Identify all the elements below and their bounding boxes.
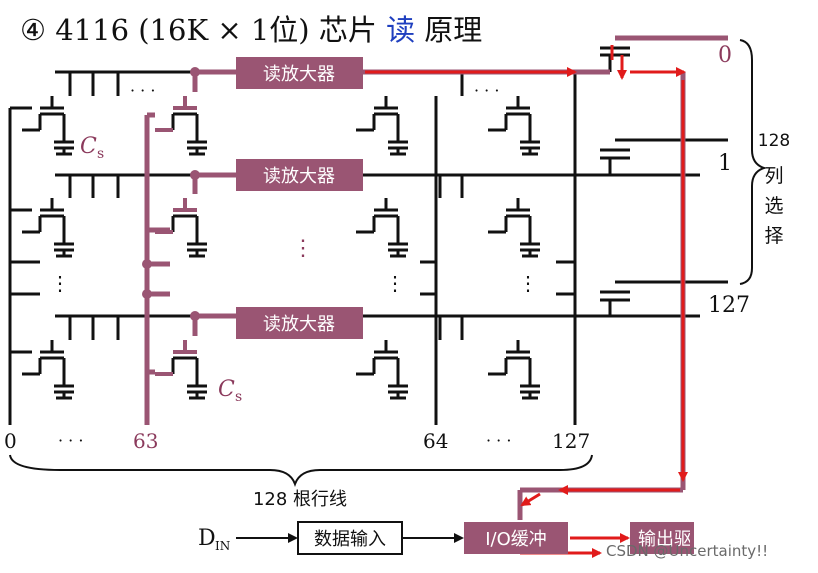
title-highlight: 读	[386, 13, 415, 47]
din-label: D IN	[198, 526, 230, 553]
row-lines	[8, 70, 700, 425]
ellipsis-h-top-left: · · ·	[130, 81, 155, 100]
sense-amp-127: 读放大器	[236, 307, 363, 339]
col-label-127: 127	[552, 429, 590, 453]
col-label-64: 64	[423, 429, 448, 453]
row-lines-label: 128 根行线	[253, 489, 347, 510]
ellipsis-h-top-right: · · ·	[474, 81, 499, 100]
col-label-dots-right: · · ·	[486, 431, 511, 450]
col-select-127: 127	[708, 293, 750, 318]
svg-text:D: D	[198, 526, 216, 551]
col-label-63: 63	[133, 429, 158, 453]
col-select-1: 1	[718, 151, 732, 176]
svg-text:I/O缓冲: I/O缓冲	[485, 529, 547, 550]
data-bus	[363, 35, 728, 520]
bus-junction-dots	[142, 67, 200, 321]
svg-text:列: 列	[764, 165, 783, 187]
svg-text:读放大器: 读放大器	[263, 314, 335, 335]
cs-label-bottom: C s	[218, 377, 242, 405]
svg-text:s: s	[97, 146, 104, 162]
bit-lines	[420, 96, 577, 425]
column-63-bus	[144, 69, 236, 425]
svg-text:择: 择	[764, 225, 783, 247]
row-lines-brace	[9, 454, 593, 487]
col-label-dots-left: · · ·	[58, 431, 83, 450]
data-input-box: 数据输入	[297, 521, 403, 555]
ellipsis-v-center: ⋮	[292, 236, 314, 261]
ellipsis-v-left: ⋮	[50, 271, 70, 295]
svg-text:C: C	[218, 377, 235, 402]
sense-amp-0: 读放大器	[236, 57, 363, 89]
svg-text:C: C	[80, 134, 97, 159]
memory-cells	[20, 94, 542, 400]
read-flow-arrows	[365, 45, 688, 558]
page-title: ④ 4116 (16K × 1位) 芯片 读 原理	[20, 13, 482, 47]
svg-text:s: s	[235, 389, 242, 405]
col-select-0: 0	[718, 43, 732, 68]
svg-text:输出驱: 输出驱	[638, 529, 692, 550]
svg-text:128: 128	[758, 131, 790, 151]
watermark: CSDN @Uncertainty!!	[606, 542, 768, 560]
sense-amp-1: 读放大器	[236, 159, 363, 191]
io-buffer-box: I/O缓冲	[464, 522, 568, 554]
svg-text:数据输入: 数据输入	[314, 529, 386, 550]
ellipsis-v-right: ⋮	[518, 271, 538, 295]
svg-text:选: 选	[764, 195, 783, 217]
output-driver-box: 输出驱	[630, 522, 694, 554]
col-label-0: 0	[4, 429, 17, 453]
svg-text:读放大器: 读放大器	[263, 166, 335, 187]
column-select-transistors	[600, 36, 728, 318]
svg-text:读放大器: 读放大器	[263, 64, 335, 85]
cs-label-top: C s	[80, 134, 104, 162]
svg-text:IN: IN	[215, 539, 230, 553]
column-select-title: 128 列 选 择	[758, 131, 790, 247]
ellipsis-v-mid: ⋮	[385, 271, 405, 295]
column-select-brace	[739, 39, 768, 285]
